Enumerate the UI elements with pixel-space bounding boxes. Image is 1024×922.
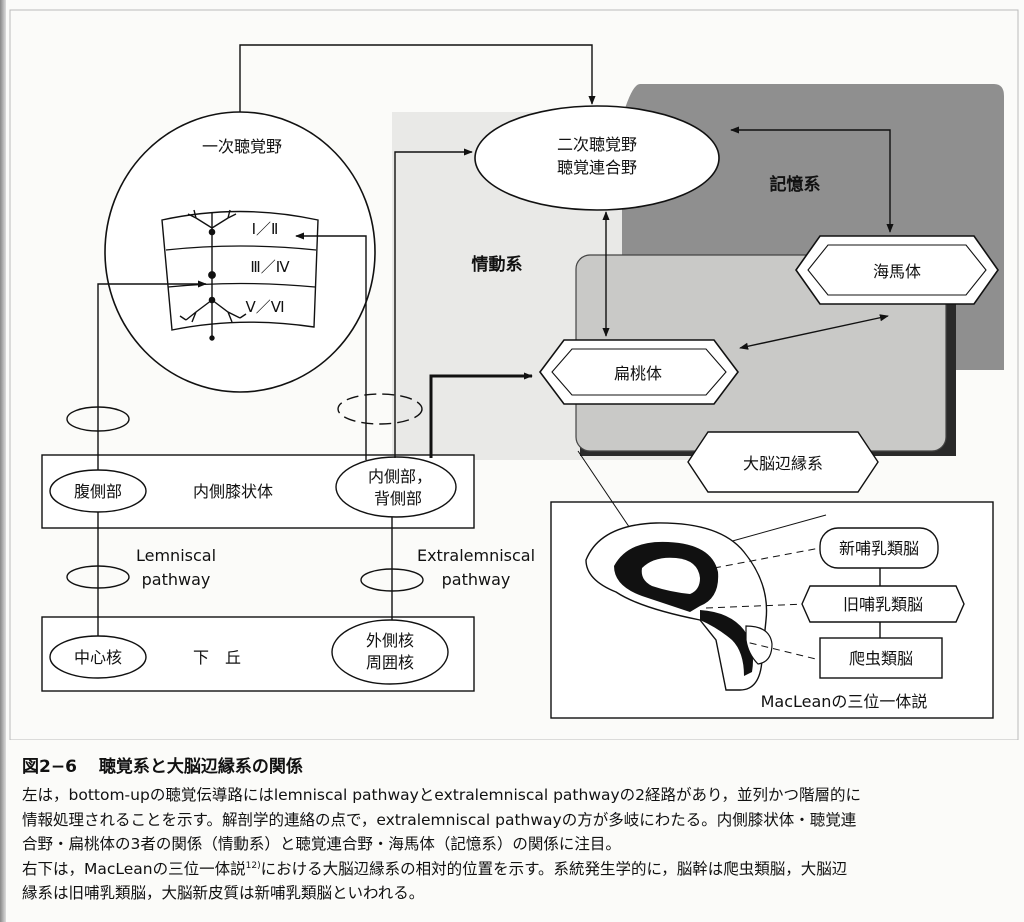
figure-title-text: 聴覚系と大脳辺縁系の関係	[98, 757, 303, 777]
mgb-dorsomedial-oval	[335, 456, 457, 518]
auditory-association-cortex-label: 聴覚連合野	[557, 158, 637, 177]
primary-to-secondary-arrow	[239, 44, 596, 112]
ic-central-label: 中心核	[74, 648, 122, 667]
layer-5-6-label: Ⅴ／Ⅵ	[245, 298, 284, 316]
layer-1-2-label: Ⅰ／Ⅱ	[252, 220, 279, 238]
amygdala-label: 扁桃体	[614, 364, 662, 383]
caption-line-4b: における大脳辺縁系の相対的位置を示す。系統発生学的に，脳幹は爬虫類脳，大脳辺	[260, 859, 848, 878]
secondary-auditory-cortex-oval	[474, 105, 720, 211]
mgb-to-amygdala-thick-arrow	[429, 372, 533, 458]
secondary-auditory-cortex-label: 二次聴覚野	[557, 135, 637, 154]
page-edge-shadow	[0, 0, 6, 922]
ring-lemniscal-lower	[66, 565, 130, 589]
mgb-dorsomedial-label-1: 内側部，	[368, 467, 432, 486]
mgb-dorsomedial-label-2: 背側部	[374, 489, 422, 508]
ring-lemniscal-upper	[66, 406, 130, 432]
reptilian-brain-box	[819, 637, 943, 679]
layer-3-4-label: Ⅲ／Ⅳ	[250, 258, 289, 276]
ic-lateral-label-2: 周囲核	[366, 653, 414, 672]
neomammalian-brain-box	[819, 527, 939, 569]
limbic-system-hexagon	[687, 431, 879, 493]
hippocampus-hexagon	[795, 235, 999, 305]
cortical-layers	[161, 210, 319, 331]
ic-lateral-label-1: 外側核	[366, 631, 414, 650]
figure-frame	[9, 9, 1019, 740]
caption-line-2: 情報処理されることを示す。解剖学的連絡の点で，extralemniscal pa…	[22, 810, 857, 829]
paleomammalian-brain-label: 旧哺乳類脳	[843, 595, 923, 614]
hippocampus-label: 海馬体	[873, 262, 921, 281]
amygdala-hippocampus-arrow	[739, 314, 889, 350]
extralemniscal-label-1: Extralemniscal	[417, 546, 535, 565]
caption-line-4: 右下は，MacLeanの三位一体説12)における大脳辺縁系の相対的位置を示す。系…	[22, 857, 1020, 882]
brain-sagittal-icon	[585, 522, 773, 691]
emotion-system-label: 情動系	[472, 254, 523, 275]
secondary-hippocampus-arrow	[730, 126, 894, 233]
lemniscal-label-1: Lemniscal	[136, 546, 216, 565]
mgb-ventral-label: 腹側部	[74, 482, 122, 501]
reptilian-brain-label: 爬虫類脳	[849, 649, 913, 668]
memory-system-label: 記憶系	[770, 174, 821, 195]
ring-extralemniscal-upper	[337, 393, 423, 425]
pyramidal-neuron-icon	[179, 209, 247, 341]
caption-line-3: 合野・扁桃体の3者の関係（情動系）と聴覚連合野・海馬体（記憶系）の関係に注目。	[22, 835, 621, 853]
primary-auditory-cortex-label: 一次聴覚野	[202, 137, 282, 156]
figure-number: 図2−6	[22, 757, 77, 777]
extralemniscal-to-cortex-l1	[295, 232, 367, 460]
ring-extralemniscal-lower	[360, 568, 424, 592]
figure-title: 図2−6 聴覚系と大脳辺縁系の関係	[22, 752, 1020, 777]
lemniscal-label-2: pathway	[142, 570, 211, 589]
figure-caption: 図2−6 聴覚系と大脳辺縁系の関係 左は，bottom-upの聴覚伝導路にはlem…	[22, 748, 1020, 906]
neomammalian-brain-label: 新哺乳類脳	[839, 539, 919, 558]
extralemniscal-label-2: pathway	[442, 570, 511, 589]
caption-line-4a: 右下は，MacLeanの三位一体説	[22, 859, 246, 878]
limbic-system-label: 大脳辺縁系	[743, 454, 823, 473]
amygdala-hexagon	[539, 339, 739, 405]
lemniscal-mgb-to-cortex	[97, 280, 207, 470]
mgb-label: 内側膝状体	[193, 482, 273, 501]
auditory-limbic-diagram: 記憶系 情動系 一次聴覚野 Ⅰ／Ⅱ Ⅲ／Ⅳ Ⅴ／Ⅵ 二次聴覚野 聴覚連合野 海馬…	[9, 9, 1019, 740]
caption-line-5: 縁系は旧哺乳類脳，大脳新皮質は新哺乳類脳といわれる。	[22, 884, 425, 902]
ic-lateral-oval	[331, 619, 449, 685]
ic-label: 下 丘	[193, 648, 241, 667]
extralemniscal-to-secondary	[394, 148, 473, 458]
maclean-title-label: MacLeanの三位一体説	[761, 692, 928, 711]
caption-line-1: 左は，bottom-upの聴覚伝導路にはlemniscal pathwayとex…	[22, 786, 861, 804]
caption-reference: 12)	[245, 860, 261, 871]
paleomammalian-brain-box	[801, 585, 965, 623]
